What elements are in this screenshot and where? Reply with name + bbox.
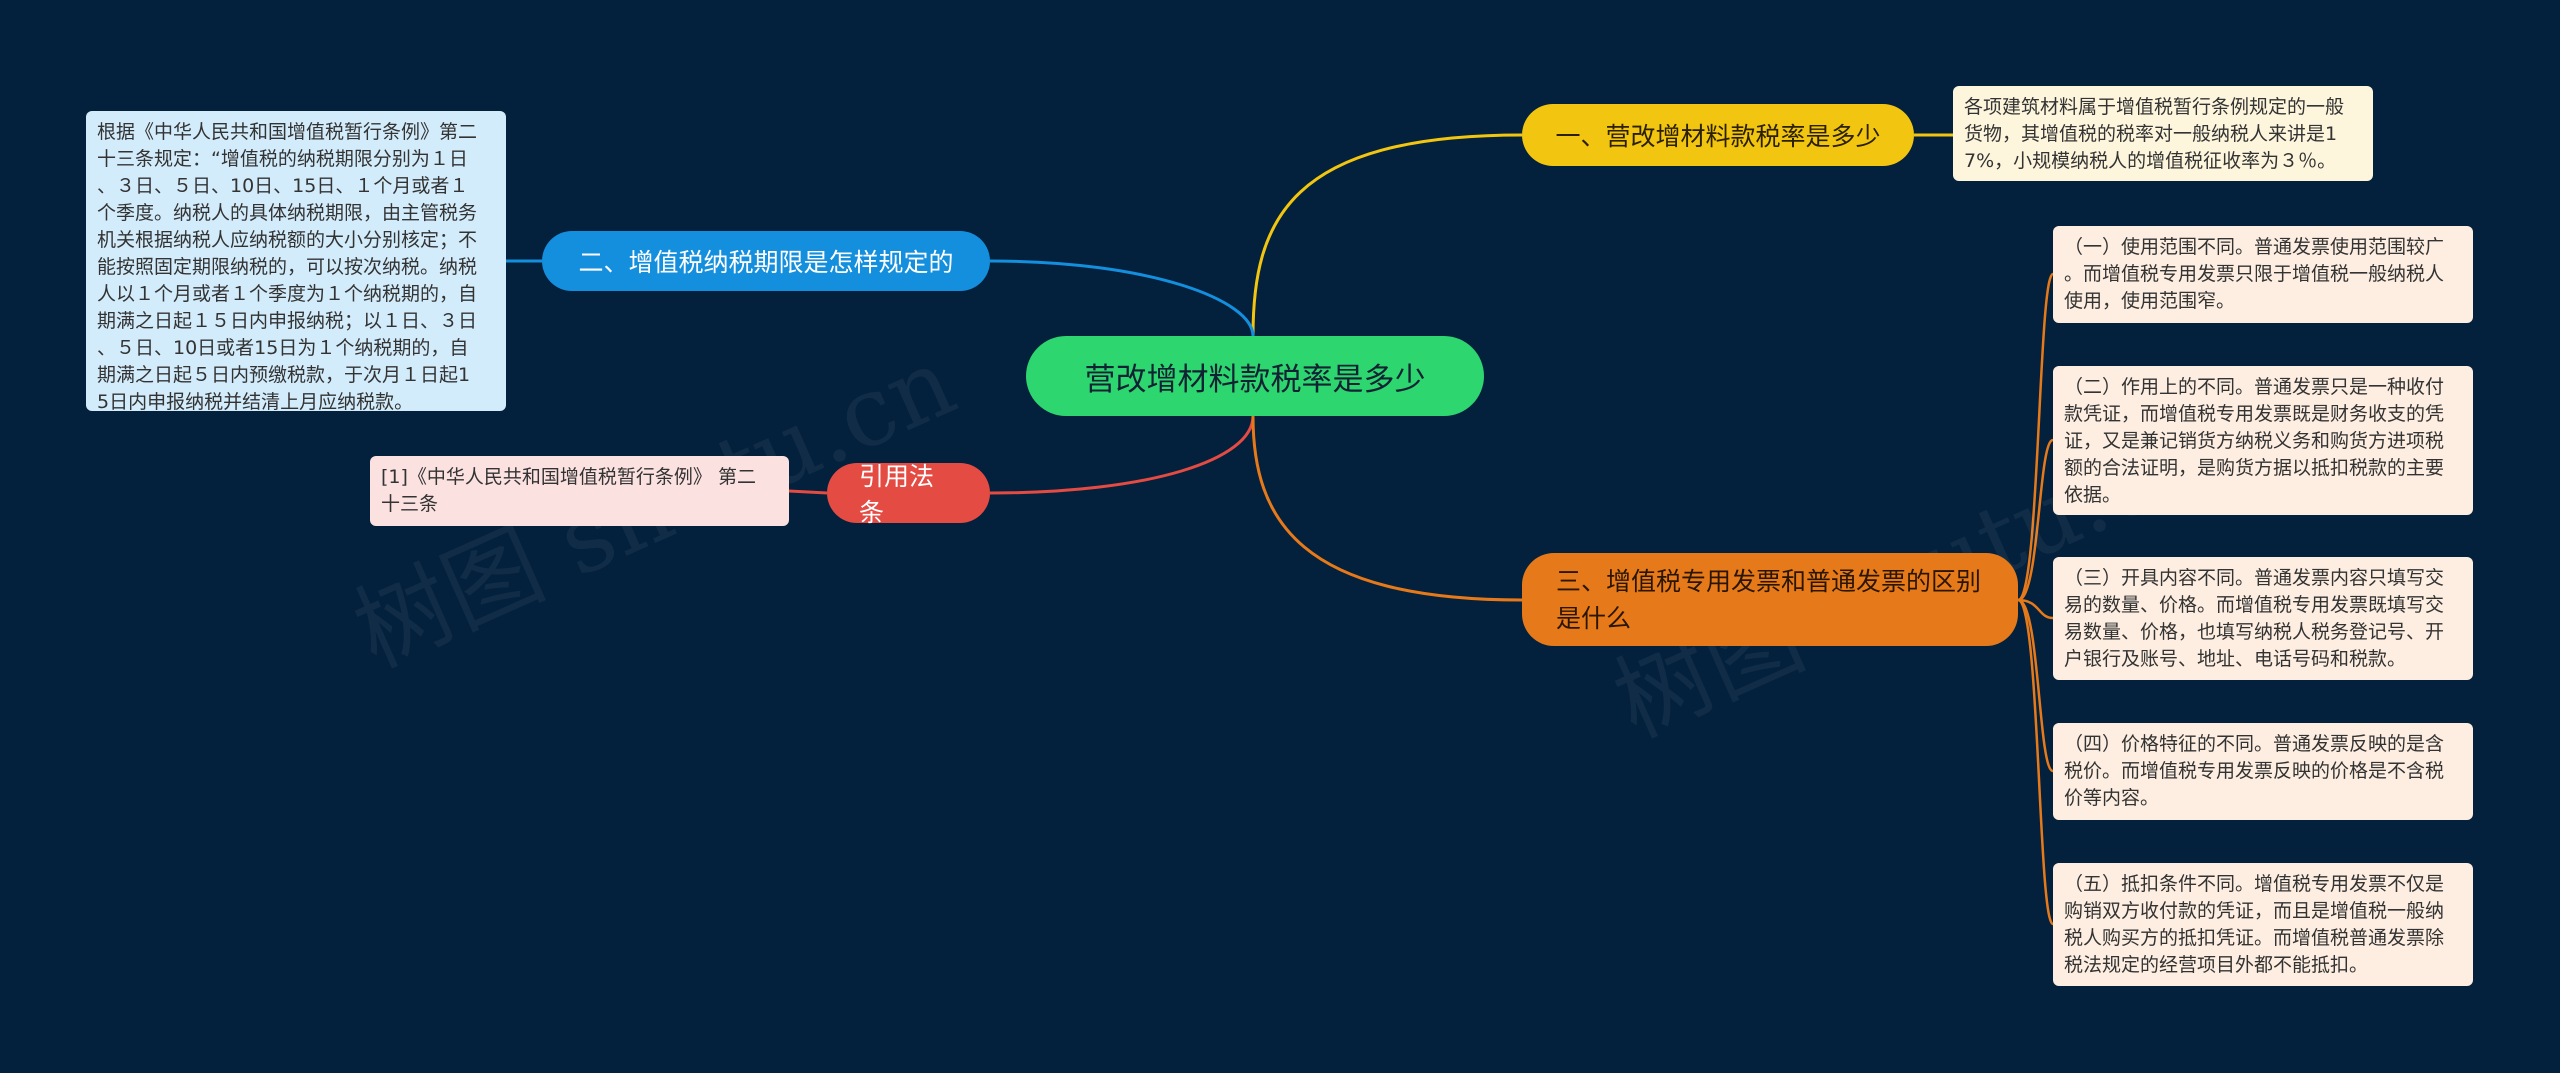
link-invoice-to-note-1 [2017,272,2055,602]
link-invoice-to-note-3 [2017,598,2054,620]
note-invoice-deduction: （五）抵扣条件不同。增值税专用发票不仅是 购销双方收付款的凭证，而且是增值税一般… [2053,863,2473,986]
branch-legal-citation[interactable]: 引用法条 [827,462,990,527]
note-filing-period: 根据《中华人民共和国增值税暂行条例》第二 十三条规定：“增值税的纳税期限分别为１… [86,111,506,413]
note-invoice-scope: （一）使用范围不同。普通发票使用范围较广 。而增值税专用发票只限于增值税一般纳税… [2053,226,2473,323]
link-invoice-to-note-2 [2017,438,2054,602]
branch-tax-rate[interactable]: 一、营改增材料款税率是多少 [1522,104,1914,166]
note-invoice-price: （四）价格特征的不同。普通发票反映的是含 税价。而增值税专用发票反映的价格是不含… [2053,723,2473,820]
central-topic[interactable]: 营改增材料款税率是多少 [1026,336,1484,416]
link-invoice-to-note-4 [2017,598,2055,773]
note-invoice-function: （二）作用上的不同。普通发票只是一种收付 款凭证，而增值税专用发票既是财务收支的… [2053,366,2473,515]
link-center-to-filing-period [989,259,1255,337]
note-legal-citation: [1]《中华人民共和国增值税暂行条例》 第二 十三条 [370,456,789,526]
note-invoice-content: （三）开具内容不同。普通发票内容只填写交 易的数量、价格。而增值税专用发票既填写… [2053,557,2473,680]
link-center-to-tax-rate [1251,133,1523,337]
branch-invoice-difference[interactable]: 三、增值税专用发票和普通发票的区别是什么 [1522,553,2018,646]
link-center-to-legal-citation [989,415,1255,495]
note-tax-rate: 各项建筑材料属于增值税暂行条例规定的一般 货物，其增值税的税率对一般纳税人来讲是… [1953,86,2373,181]
branch-filing-period[interactable]: 二、增值税纳税期限是怎样规定的 [542,231,990,291]
link-legal-citation-to-note [788,489,828,495]
link-invoice-to-note-5 [2017,598,2055,926]
link-center-to-invoice-difference [1251,415,1523,602]
